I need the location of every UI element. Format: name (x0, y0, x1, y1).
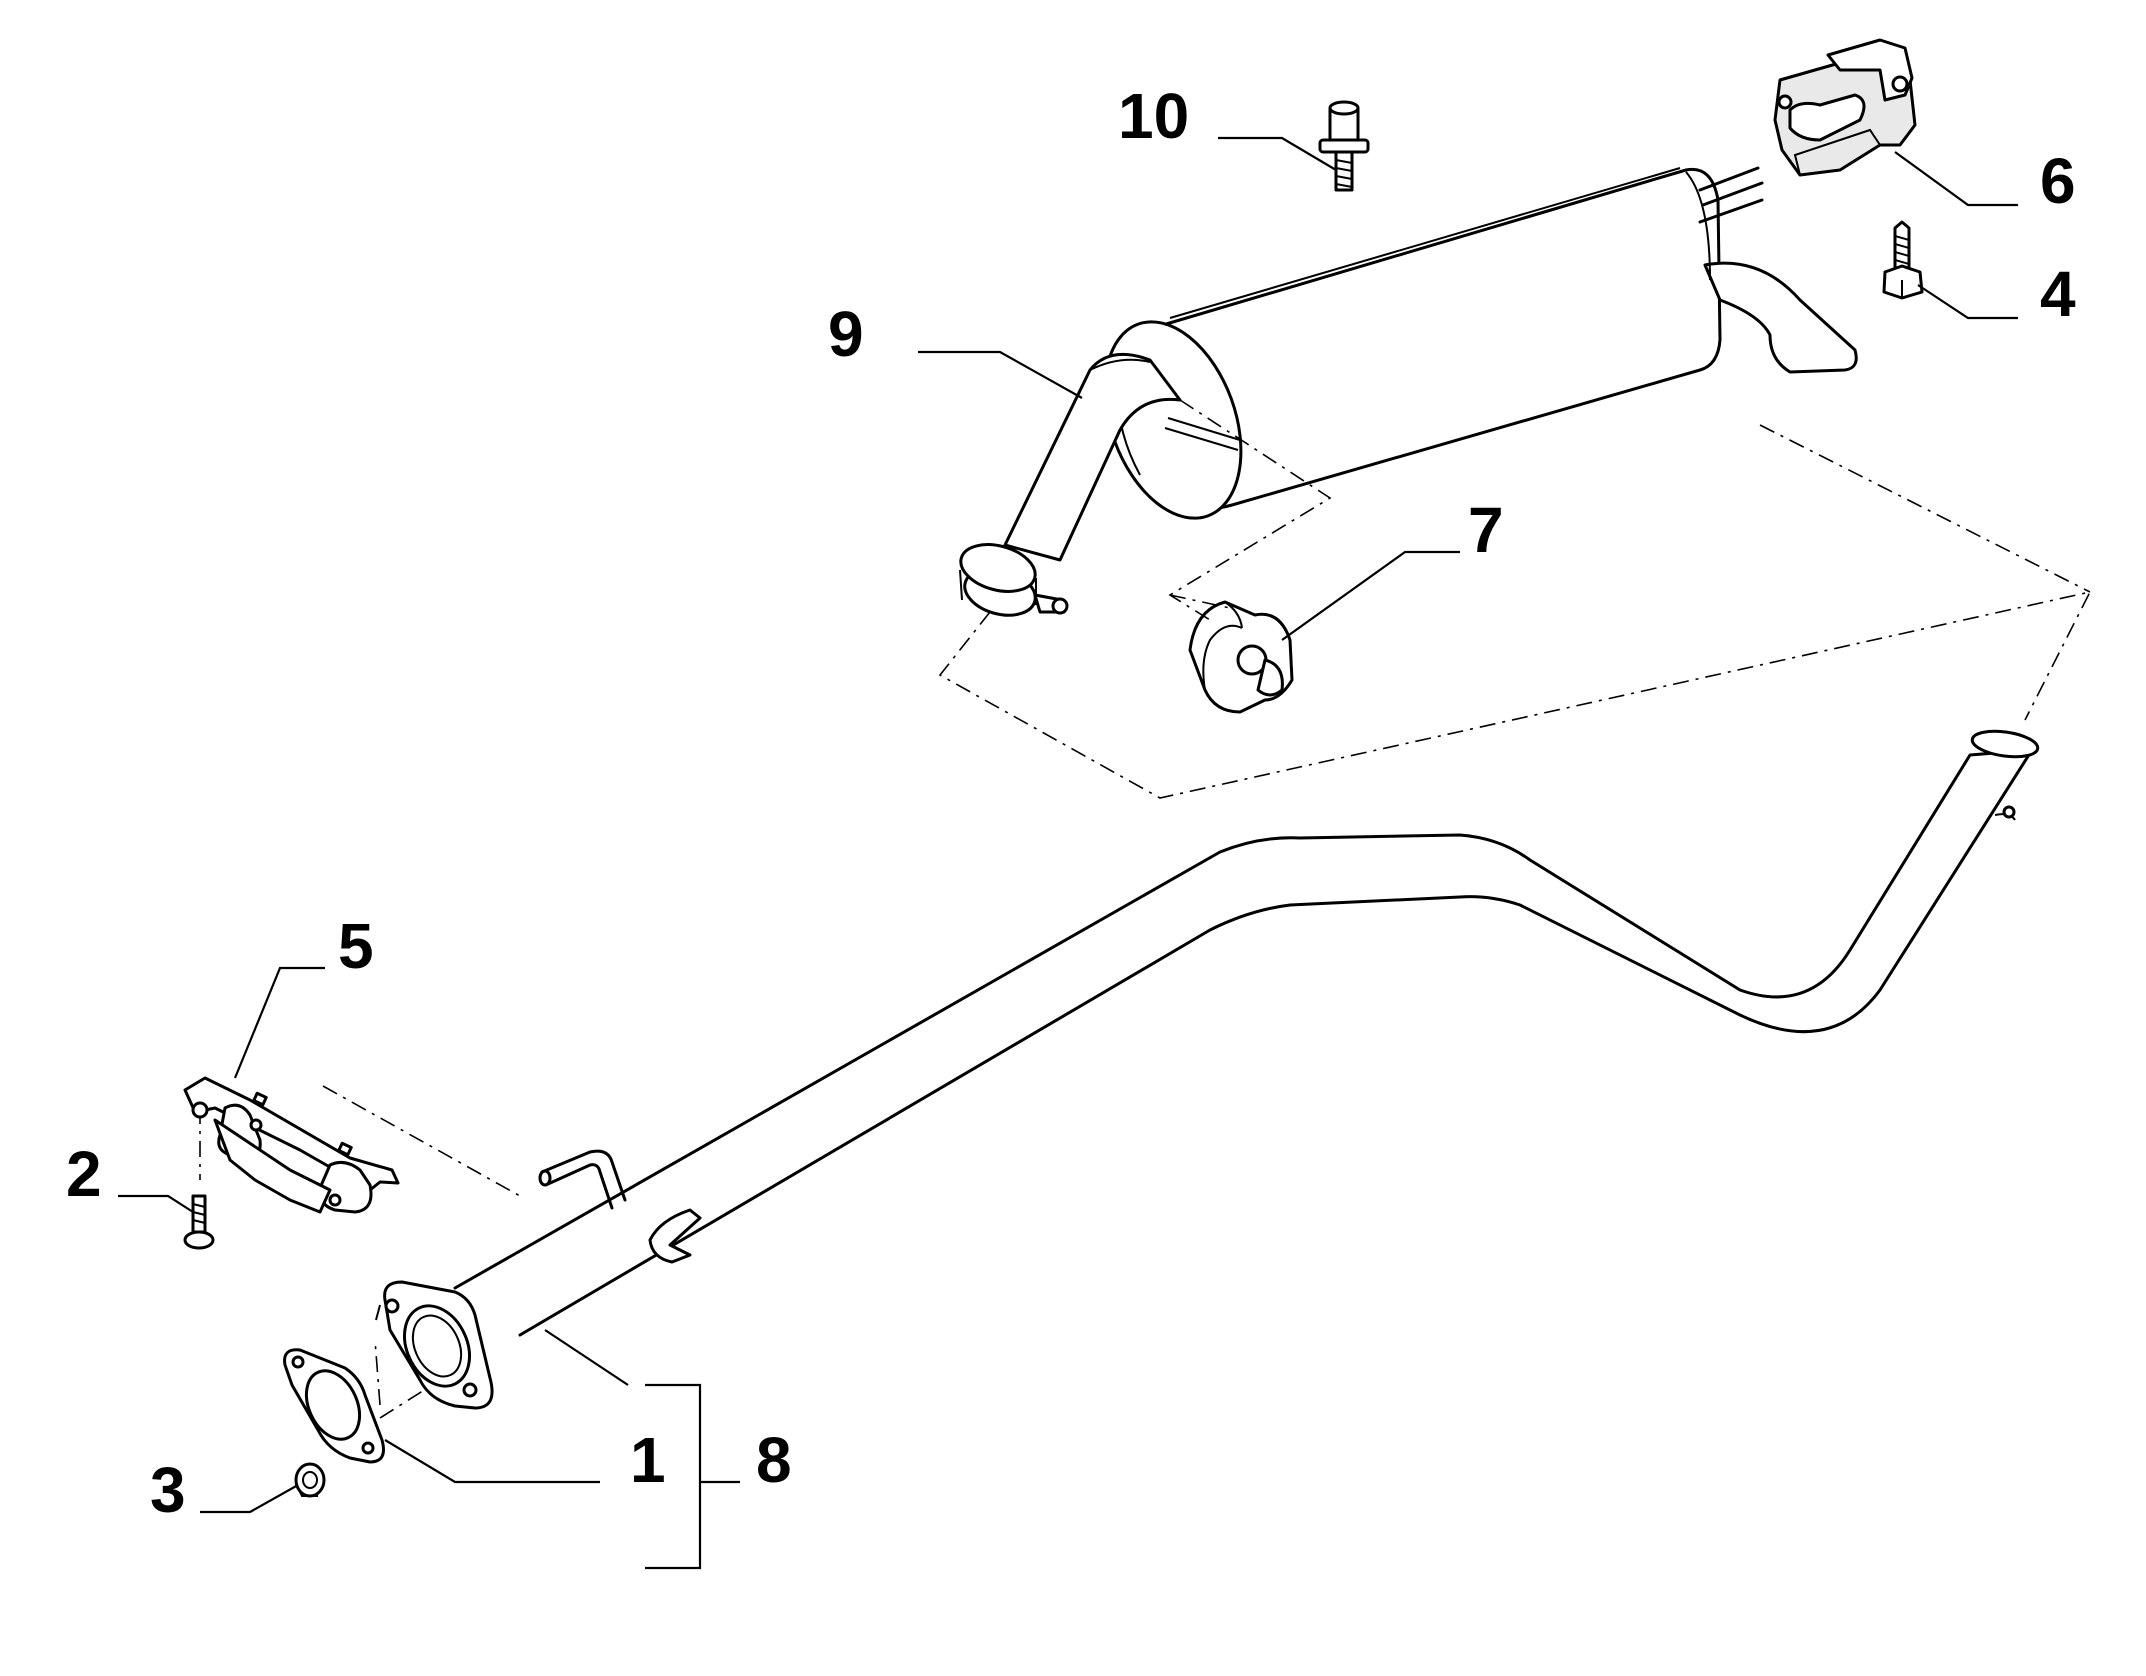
callout-1: 1 (630, 1424, 666, 1496)
bolt-2 (183, 1194, 215, 1250)
nut-3 (294, 1462, 326, 1498)
rubber-mount-6 (1773, 38, 1917, 177)
leader-lines (118, 136, 2018, 1570)
callout-3: 3 (150, 1454, 186, 1526)
callout-10: 10 (1118, 80, 1189, 152)
callout-2: 2 (66, 1138, 102, 1210)
callout-8: 8 (756, 1424, 792, 1496)
assembly-dashed-lines (199, 399, 2092, 1419)
front-exhaust-pipe (375, 729, 2040, 1410)
callout-9: 9 (828, 298, 864, 370)
callout-4: 4 (2040, 258, 2076, 330)
flange-gasket (283, 1348, 385, 1464)
callout-labels: 10 6 4 9 7 5 2 3 1 8 (66, 80, 2076, 1526)
callout-7: 7 (1468, 494, 1504, 566)
callout-5: 5 (338, 910, 374, 982)
bracket-5 (183, 1076, 400, 1214)
rear-muffler (959, 166, 1858, 617)
rubber-ring-7 (1188, 600, 1294, 714)
screw-4 (1882, 220, 1924, 300)
bolt-10 (1318, 100, 1370, 192)
callout-6: 6 (2040, 145, 2076, 217)
